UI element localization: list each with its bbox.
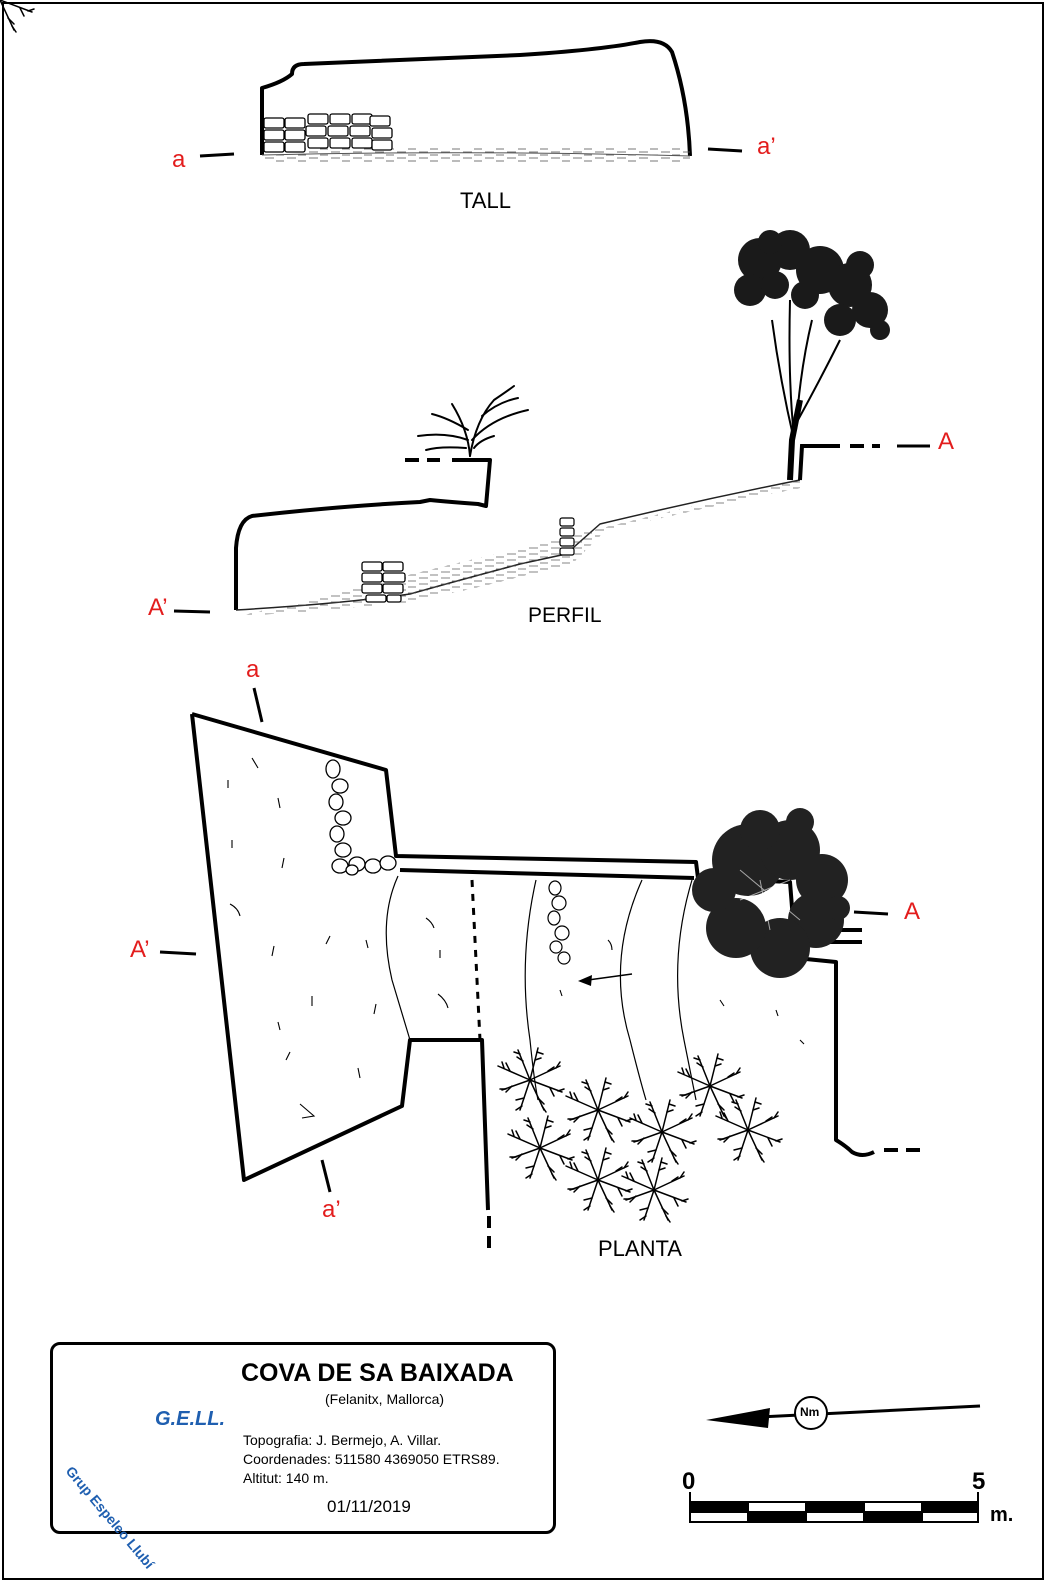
title-block: COVA DE SA BAIXADA (Felanitx, Mallorca) … — [50, 1342, 556, 1572]
planta-stone-column — [547, 880, 571, 965]
perfil-stone-column — [559, 517, 575, 556]
scale-end: 5 — [972, 1468, 986, 1495]
tall-cut-mark-a-prime — [707, 147, 743, 153]
altitude: Altitut: 140 m. — [243, 1470, 329, 1486]
planta-tree-canopy — [692, 808, 850, 978]
topography-credit: Topografia: J. Bermejo, A. Villar. — [243, 1432, 442, 1448]
planta-label-a-prime: a’ — [322, 1196, 341, 1223]
tall-floor-sediment — [262, 148, 690, 162]
planta-label-A: A — [904, 898, 921, 925]
scale-unit: m. — [990, 1504, 1014, 1526]
tall-section — [199, 39, 743, 162]
north-label: Nm — [800, 1405, 820, 1419]
scale-start: 0 — [682, 1468, 696, 1495]
perfil-stone-wall — [361, 561, 406, 603]
tall-title: TALL — [460, 188, 511, 213]
tall-label-a: a — [172, 146, 186, 173]
tall-cut-mark-a — [199, 152, 235, 158]
perfil-section — [173, 230, 930, 616]
survey-credits: Topografia: J. Bermejo, A. Villar. Coord… — [243, 1431, 500, 1488]
tall-stone-wall — [263, 113, 393, 153]
cave-location: (Felanitx, Mallorca) — [325, 1391, 445, 1407]
planta-title: PLANTA — [598, 1236, 682, 1261]
planta-label-a: a — [246, 656, 260, 683]
tall-label-a-prime: a’ — [757, 133, 776, 160]
logo-text: G.E.LL. — [155, 1408, 225, 1430]
perfil-label-A: A — [938, 428, 955, 455]
north-arrow — [706, 1396, 981, 1430]
planta-shrubs — [0, 0, 783, 1223]
planta-label-A-prime: A’ — [130, 936, 150, 963]
cave-name: COVA DE SA BAIXADA — [241, 1359, 514, 1387]
perfil-tree — [734, 230, 890, 481]
coordinates: Coordenades: 511580 4369050 ETRS89. — [243, 1451, 500, 1467]
perfil-title: PERFIL — [528, 604, 602, 627]
scale-bar — [689, 1492, 979, 1523]
survey-date: 01/11/2019 — [327, 1497, 411, 1516]
slope-arrow — [578, 973, 633, 986]
planta-section — [0, 0, 920, 1248]
planta-stone-wall — [325, 759, 397, 876]
perfil-shrub — [417, 385, 529, 457]
perfil-label-A-prime: A’ — [148, 594, 168, 621]
